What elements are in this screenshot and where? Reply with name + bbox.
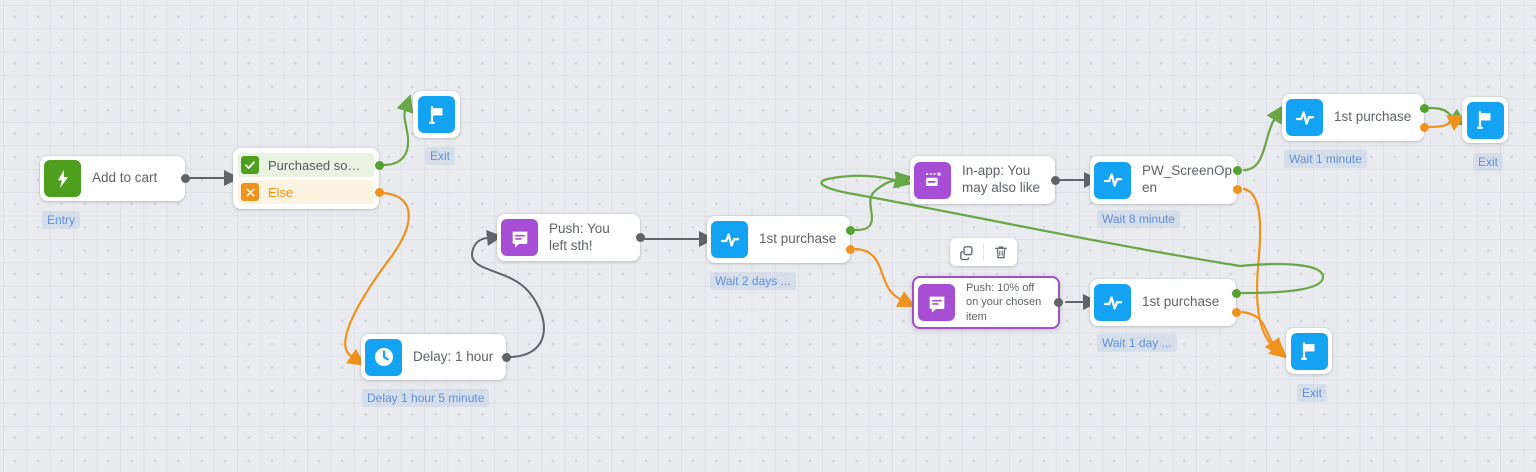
output-port-yes[interactable] [1233,165,1242,175]
trash-icon [994,246,1007,259]
duplicate-button[interactable] [950,238,983,266]
node-exit-top[interactable] [413,91,460,138]
edge-purchasebottom-inapp-loop [820,171,1325,295]
annotation-wait-8-minute: Wait 8 minute [1097,210,1180,228]
node-exit-bottom-right[interactable] [1286,328,1332,374]
chat-bubble-icon [918,284,955,321]
edge-delay-push [470,230,545,358]
delete-button[interactable] [984,238,1017,266]
annotation-exit: Exit [425,147,456,165]
output-port[interactable] [1051,175,1060,185]
edge-purchasetopright-exit-green [1427,106,1467,126]
flag-icon [1466,101,1504,139]
output-port-yes[interactable] [1420,103,1429,113]
edge-purchasebottom-exitbottomright [1240,310,1282,357]
edge-purchased-exit [381,94,414,167]
annotation-entry: Entry [42,211,81,229]
output-port-yes[interactable] [846,225,855,235]
output-port[interactable] [502,352,511,362]
chat-bubble-icon [501,219,538,256]
pulse-icon [1286,99,1323,136]
output-port-no[interactable] [375,188,384,197]
lightning-icon [44,160,81,197]
x-icon [241,183,259,201]
node-label: Push: 10% off on your chosen item [966,282,1042,323]
pulse-icon [1094,161,1131,199]
selection-toolbar [950,238,1017,266]
annotation-exit: Exit [1297,384,1328,402]
output-port-yes[interactable] [375,161,384,170]
output-port[interactable] [636,233,645,242]
node-purchase-mid[interactable]: 1st purchase [707,216,855,263]
node-add-to-cart[interactable]: Add to cart [40,156,190,201]
edge-purchasemid-inapp [854,171,914,232]
toolbar-divider [983,243,984,261]
node-label: In-app: You may also like [962,163,1041,195]
node-pw-screenopen[interactable]: PW_ScreenOpen [1090,156,1242,204]
node-label: 1st purchase [759,231,837,247]
condition-branch-purchased[interactable]: Purchased somet... [238,153,374,177]
annotation-delay: Delay 1 hour 5 minute [362,389,490,407]
node-label: Delay: 1 hour [413,348,494,364]
duplicate-icon [960,245,973,260]
output-port-no[interactable] [846,244,855,254]
node-label: 1st purchase [1334,109,1412,125]
output-port-yes[interactable] [1232,288,1241,298]
node-label: PW_ScreenOpen [1142,163,1233,195]
branch-label: Else [268,184,294,200]
node-purchase-bottom[interactable]: 1st purchase [1090,279,1241,326]
edge-purchasetopright-exit-orange [1427,115,1466,131]
output-port-no[interactable] [1232,307,1241,317]
node-label: 1st purchase [1142,294,1220,310]
pulse-icon [1094,284,1131,321]
edge-else-delay [344,191,410,366]
node-condition[interactable]: Purchased somet... Else [233,148,384,209]
condition-branch-else[interactable]: Else [238,180,374,204]
edge-pw-exitbottomright [1242,187,1288,359]
edge-purchasemid-pushselected [854,247,916,307]
pulse-icon [711,221,748,258]
flag-icon [1290,332,1328,370]
node-push-selected[interactable]: Push: 10% off on your chosen item [912,276,1063,329]
output-port-no[interactable] [1420,122,1429,132]
annotation-wait-1-minute: Wait 1 minute [1284,150,1367,168]
output-port[interactable] [1054,298,1063,307]
branch-label: Purchased somet... [268,157,368,173]
node-delay[interactable]: Delay: 1 hour [361,334,511,380]
node-push-left[interactable]: Push: You left sth! [497,214,645,261]
node-label: Add to cart [92,170,158,186]
output-port-no[interactable] [1233,184,1242,194]
node-label: Push: You left sth! [549,220,610,253]
clock-icon [365,338,402,376]
check-icon [241,156,259,174]
annotation-wait-1-day: Wait 1 day ... [1097,334,1177,352]
node-inapp[interactable]: In-app: You may also like [910,156,1060,204]
node-purchase-top-right[interactable]: 1st purchase [1282,94,1429,141]
node-exit-top-right[interactable] [1462,97,1508,143]
inapp-message-icon [914,161,951,199]
annotation-exit: Exit [1473,153,1504,171]
output-port[interactable] [181,174,190,183]
flag-icon [418,96,455,133]
edge-pw-purchasetopright [1242,105,1284,172]
annotation-wait-2-days: Wait 2 days ... [710,272,796,290]
